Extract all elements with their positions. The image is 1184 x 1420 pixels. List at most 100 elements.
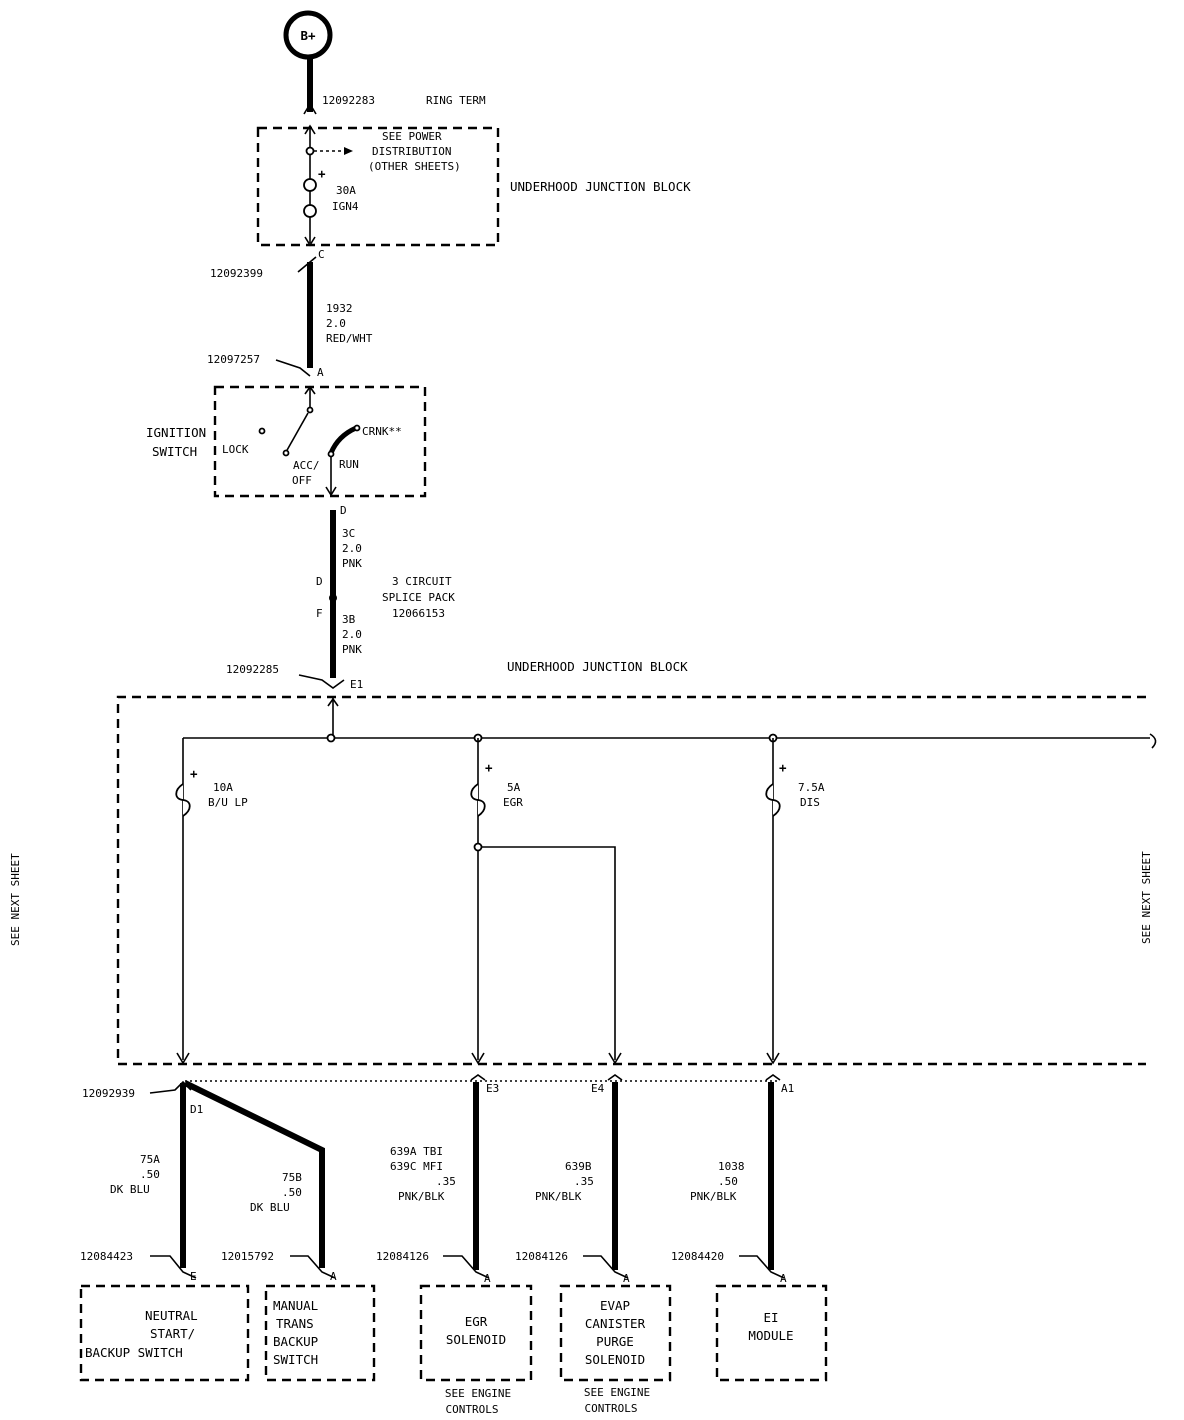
wire-639b-number: 639B [565,1160,592,1173]
fuse-7-5a-icon [765,783,781,817]
part-number-evap: 12084126 [515,1250,568,1263]
wire-1932-color: RED/WHT [326,332,373,345]
ring-term-part-number: 12092283 [322,94,375,107]
part-number-e1: 12092285 [226,663,279,676]
evap-line-2: CANISTER [585,1316,646,1331]
manual-line-4: SWITCH [273,1352,318,1367]
wire-75a-gauge: .50 [140,1168,160,1181]
ignition-acc: ACC/ [293,459,320,472]
ignition-label-2: SWITCH [152,444,197,459]
wire-75a-number: 75A [140,1153,160,1166]
wire-639a-gauge: .35 [436,1175,456,1188]
upper-junction-block-label: UNDERHOOD JUNCTION BLOCK [510,179,691,194]
wire-3c-number: 3C [342,527,355,540]
neutral-line-2: START/ [150,1326,195,1341]
lower-junction-block [116,695,1146,1066]
fuse-5a-name: EGR [503,796,523,809]
pin-a: A [317,366,324,379]
part-number-manual: 12015792 [221,1250,274,1263]
part-number-ei: 12084420 [671,1250,724,1263]
ring-term-label: RING TERM [426,94,486,107]
part-number-d1: 12092939 [82,1087,135,1100]
ignition-off: OFF [292,474,312,487]
fuse-5a-rating: 5A [507,781,521,794]
wire-75b-number: 75B [282,1171,302,1184]
part-number-egr: 12084126 [376,1250,429,1263]
pin-a-evap: A [623,1272,630,1285]
part-number-c: 12092399 [210,267,263,280]
ignition-label-1: IGNITION [146,425,206,440]
fuse-10a-plus: + [190,766,198,781]
ignition-switch-box [213,385,427,498]
egr-line-1: EGR [465,1314,488,1329]
egr-see-controls: CONTROLS [446,1403,499,1416]
fuse-5a-icon [470,783,486,817]
egr-line-2: SOLENOID [446,1332,506,1347]
neutral-line-1: NEUTRAL [145,1308,198,1323]
upper-junction-block [256,126,500,247]
evap-line-3: PURGE [596,1334,634,1349]
wire-3b-gauge: 2.0 [342,628,362,641]
pin-a1: A1 [781,1082,794,1095]
splice-label-2: SPLICE PACK [382,591,455,604]
neutral-line-3: BACKUP SWITCH [85,1345,183,1360]
ei-line-1: EI [763,1310,778,1325]
evap-see-engine: SEE ENGINE [584,1386,650,1399]
pin-a-ei: A [780,1272,787,1285]
wire-75b-gauge: .50 [282,1186,302,1199]
neutral-start-switch-box [79,1284,250,1382]
pin-e3: E3 [486,1082,499,1095]
splice-pin-f: F [316,607,323,620]
part-number-neutral: 12084423 [80,1250,133,1263]
wire-1932-number: 1932 [326,302,353,315]
wire-639a-color: PNK/BLK [398,1190,445,1203]
ignition-contact-acc [285,412,309,453]
upper-fuse-name: IGN4 [332,200,359,213]
see-power-line-2: DISTRIBUTION [372,145,451,158]
splice-pin-d: D [316,575,323,588]
side-note-left: SEE NEXT SHEET [9,853,22,946]
evap-see-controls: CONTROLS [585,1402,638,1415]
wire-639a-line-2: 639C MFI [390,1160,443,1173]
wire-3c-color: PNK [342,557,362,570]
manual-line-1: MANUAL [273,1298,318,1313]
lower-junction-block-label: UNDERHOOD JUNCTION BLOCK [507,659,688,674]
fuse-5a-plus: + [485,760,493,775]
egr-see-engine: SEE ENGINE [445,1387,511,1400]
pin-e: E [190,1270,197,1283]
pin-e4: E4 [591,1082,605,1095]
wire-75b-color: DK BLU [250,1201,290,1214]
upper-fuse-rating: 30A [336,184,356,197]
see-power-line-1: SEE POWER [382,130,442,143]
evap-line-4: SOLENOID [585,1352,645,1367]
pin-a-manual: A [330,1270,337,1283]
wire-3b-number: 3B [342,613,356,626]
pin-e1: E1 [350,678,363,691]
wire-75a-color: DK BLU [110,1183,150,1196]
splice-label-3: 12066153 [392,607,445,620]
manual-line-2: TRANS [276,1316,314,1331]
ignition-crank: CRNK** [362,425,402,438]
pin-c: C [318,248,325,261]
wire-1038-gauge: .50 [718,1175,738,1188]
splice-label-1: 3 CIRCUIT [392,575,452,588]
upper-fuse-plus: + [318,166,326,181]
battery-label: B+ [300,28,316,43]
wire-3b-color: PNK [342,643,362,656]
wire-1932-gauge: 2.0 [326,317,346,330]
fuse-10a-name: B/U LP [208,796,248,809]
wire-639a-line-1: 639A TBI [390,1145,443,1158]
part-number-a: 12097257 [207,353,260,366]
wire-1038-color: PNK/BLK [690,1190,737,1203]
fuse-10a-rating: 10A [213,781,233,794]
battery-source: B+ [283,10,333,60]
pin-d1: D1 [190,1103,203,1116]
wire-639b-gauge: .35 [574,1175,594,1188]
wire-1038-number: 1038 [718,1160,745,1173]
manual-trans-switch-box [264,1284,376,1382]
fuse-7-5a-rating: 7.5A [798,781,825,794]
ei-module-box [715,1284,828,1382]
ignition-run-crank-wiper [328,425,358,455]
ignition-run: RUN [339,458,359,471]
